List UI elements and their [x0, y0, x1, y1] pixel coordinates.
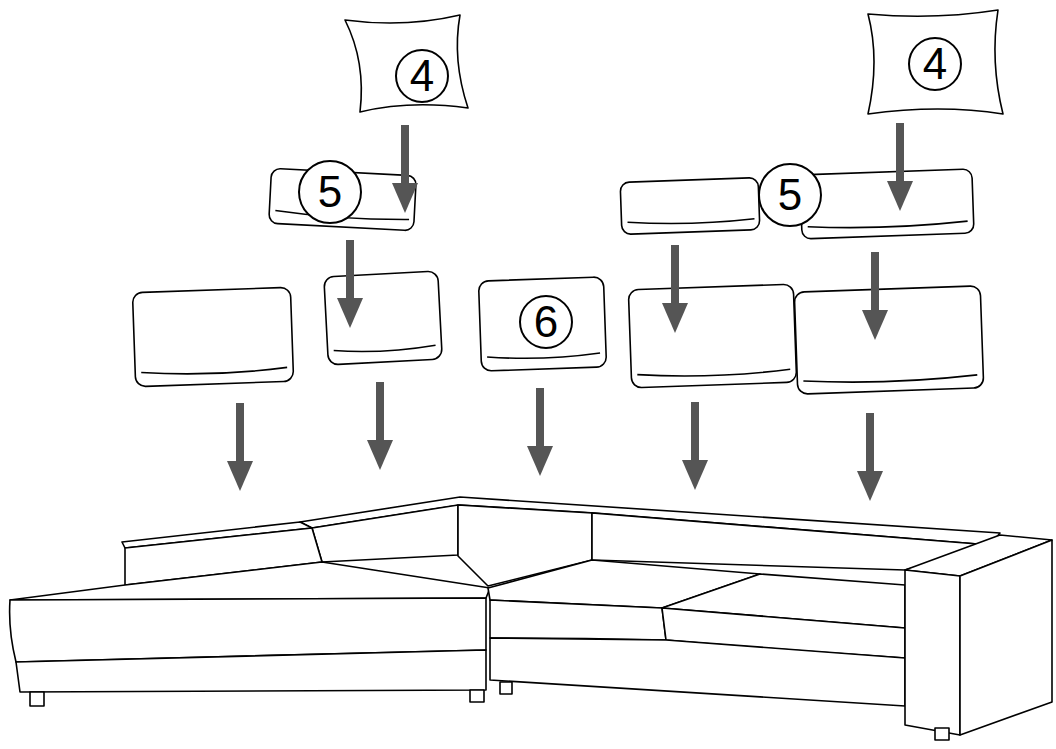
- callout-number: 4: [908, 37, 962, 91]
- callout-number: 6: [519, 295, 573, 349]
- callout-number: 4: [395, 49, 449, 103]
- callout-number: 5: [758, 163, 822, 227]
- callout-number: 5: [298, 160, 362, 224]
